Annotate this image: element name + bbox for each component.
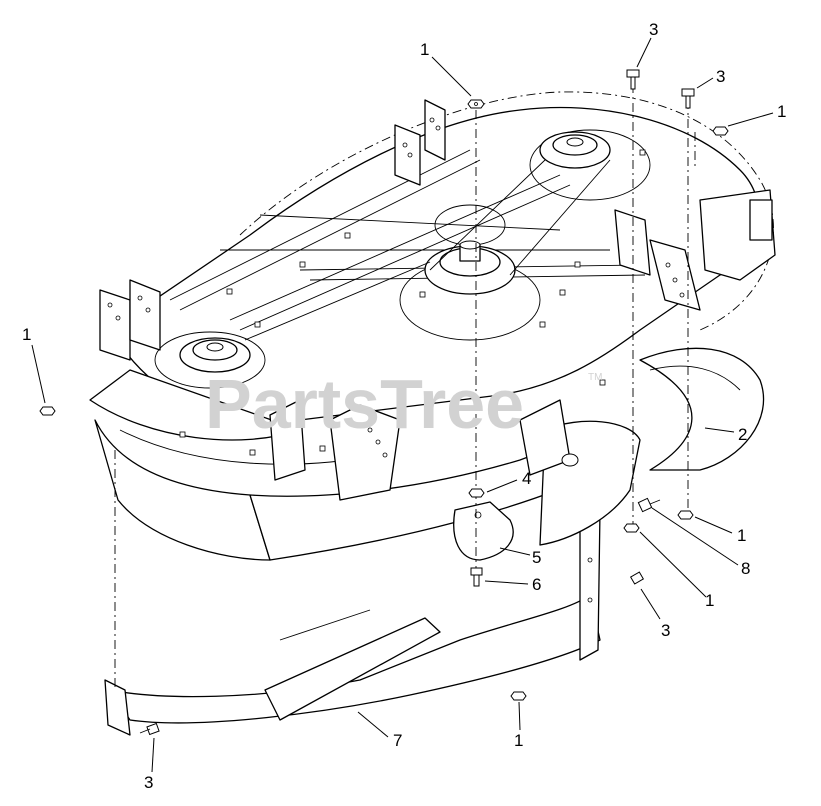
callout-label: 3 — [144, 773, 153, 792]
callout-label: 3 — [649, 20, 658, 39]
assembly-centerlines — [114, 84, 696, 690]
nut-icon — [510, 691, 527, 701]
pulley-left — [179, 337, 251, 373]
callout-label: 5 — [532, 548, 541, 567]
callout-label: 1 — [737, 526, 746, 545]
baffle-2 — [639, 347, 765, 471]
bolt-icon — [629, 571, 645, 585]
drive-belt — [244, 159, 611, 341]
nut-icon — [468, 488, 485, 498]
watermark: PartsTree — [205, 365, 524, 443]
hardware — [39, 69, 729, 736]
callout-label: 8 — [741, 559, 750, 578]
callout-label: 4 — [522, 469, 531, 488]
baffle-7 — [104, 509, 601, 736]
bolt-icon — [470, 567, 483, 587]
callout-label: 7 — [393, 731, 402, 750]
callout-label: 1 — [777, 102, 786, 121]
bracket-front-left — [99, 279, 161, 361]
nut-icon — [712, 126, 729, 136]
chute-guard — [519, 399, 641, 546]
bracket-front-center — [269, 399, 401, 501]
bolt-icon — [626, 69, 640, 90]
bracket-rear-left — [394, 99, 446, 186]
mower-deck-housing — [89, 91, 774, 561]
pulley-center — [424, 240, 516, 295]
bolt-icon — [637, 497, 661, 513]
callout-label: 3 — [716, 67, 725, 86]
nut-icon — [623, 523, 640, 533]
callout-label: 1 — [705, 591, 714, 610]
baffle-5 — [453, 501, 514, 561]
pulley-right — [539, 131, 611, 169]
callout-label: 1 — [420, 40, 429, 59]
nut-icon — [677, 510, 694, 520]
bracket-right — [614, 209, 701, 311]
deck-holes — [179, 149, 726, 456]
callouts: 1 3 3 1 1 4 5 6 2 1 8 1 3 7 1 3 — [22, 20, 786, 792]
callout-label: 3 — [661, 621, 670, 640]
bolt-icon — [139, 722, 160, 736]
watermark-trademark: TM — [588, 372, 602, 383]
discharge-chute-mount — [699, 189, 776, 281]
callout-label: 6 — [532, 575, 541, 594]
leader-lines — [31, 37, 774, 773]
nut-icon — [467, 99, 485, 109]
nut-icon — [39, 406, 56, 416]
callout-label: 2 — [738, 425, 747, 444]
callout-label: 1 — [514, 731, 523, 750]
callout-label: 1 — [22, 325, 31, 344]
bolt-icon — [681, 88, 695, 109]
